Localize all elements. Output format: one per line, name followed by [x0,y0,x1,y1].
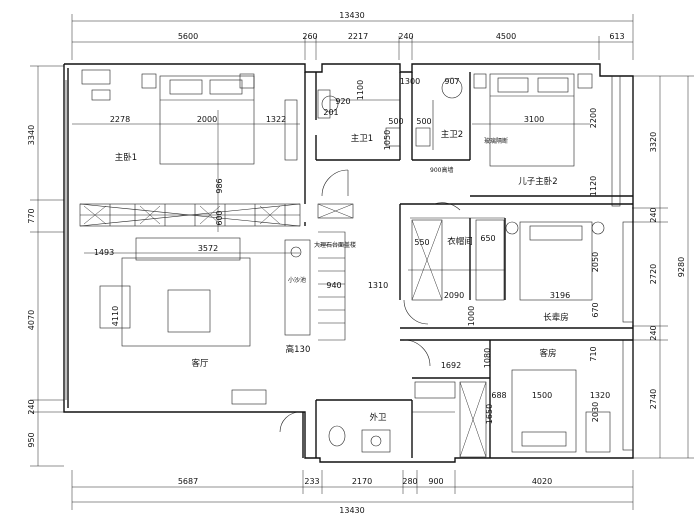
dim-1493: 1493 [94,248,114,257]
dim-201: 201 [323,108,338,117]
dim-907: 907 [444,77,459,86]
interior-walls [79,72,633,458]
top-dim-5: 4500 [496,32,516,41]
left-dimension-chain: 3340 770 4070 240 950 [27,65,64,467]
dim-1000: 1000 [467,306,476,326]
room-son-bedroom: 儿子主卧2 [518,176,557,187]
dim-500b: 500 [416,117,431,126]
room-outer-bath: 外卫 [369,412,387,423]
note-glass-partition: 玻璃隔断 [484,137,508,145]
annotations: 玻璃隔断 900高墙 大理石台面盖楼 小沙池 高130 [286,137,508,355]
room-elder: 长辈房 [543,312,569,323]
dim-920: 920 [335,97,350,106]
room-living: 客厅 [191,358,209,369]
dim-3572: 3572 [198,244,218,253]
dim-2030: 2030 [591,402,600,422]
right-dim-3: 2720 [649,264,658,284]
bottom-dim-3: 2170 [352,477,372,486]
top-dim-3: 2217 [348,32,368,41]
bottom-dim-5: 900 [428,477,443,486]
note-stairs: 大理石台面盖楼 [314,241,356,249]
dim-2050: 2050 [591,252,600,272]
top-dimension-chain: 13430 5600 260 2217 240 4500 613 [71,11,634,60]
left-dim-2: 770 [27,208,36,223]
dim-2090: 2090 [444,291,464,300]
bottom-dim-2: 233 [304,477,319,486]
note-small-sink: 小沙池 [288,276,306,284]
dim-2278: 2278 [110,115,130,124]
dim-2000: 2000 [197,115,217,124]
top-dim-2: 260 [302,32,317,41]
dim-1310: 1310 [368,281,388,290]
dim-4110: 4110 [111,306,120,326]
bottom-dim-4: 280 [402,477,417,486]
note-high-wall: 900高墙 [430,166,453,174]
dim-3196: 3196 [550,291,570,300]
top-dim-1: 5600 [178,32,198,41]
dim-1500: 1500 [532,391,552,400]
right-dim-2: 240 [649,207,658,222]
dim-1320: 1320 [590,391,610,400]
furniture [81,69,611,453]
top-dim-6: 613 [609,32,624,41]
dim-1100: 1100 [356,80,365,100]
interior-dimensions: 2278 2000 1322 3100 2200 1120 986 600 14… [72,77,610,424]
dim-1650: 1650 [485,404,494,424]
left-dim-4: 240 [27,399,36,414]
room-closet: 衣帽间 [447,236,473,247]
right-dimension-chain: 3320 240 2720 240 2740 9280 [632,75,694,459]
top-total-dim: 13430 [339,11,364,20]
note-height: 高130 [286,344,311,355]
room-labels: 主卧1 主卫1 主卫2 儿子主卧2 衣帽间 长辈房 客厅 客房 外卫 [115,129,569,423]
dim-688: 688 [491,391,506,400]
dim-1692: 1692 [441,361,461,370]
dim-550: 550 [414,238,429,247]
left-dim-3: 4070 [27,310,36,330]
bottom-total-dim: 13430 [339,506,364,515]
right-dim-4: 240 [649,325,658,340]
top-dim-4: 240 [398,32,413,41]
bottom-dim-6: 4020 [532,477,552,486]
dim-650: 650 [480,234,495,243]
dim-500a: 500 [388,117,403,126]
room-master-bath-2: 主卫2 [441,129,463,140]
dim-1080: 1080 [483,348,492,368]
dim-940: 940 [326,281,341,290]
dim-710: 710 [589,346,598,361]
dim-2200: 2200 [589,108,598,128]
dim-670: 670 [591,302,600,317]
exterior-walls [63,63,634,463]
dim-1120: 1120 [589,176,598,196]
bottom-dim-1: 5687 [178,477,198,486]
room-master-bedroom: 主卧1 [115,152,137,163]
dim-986: 986 [215,178,224,193]
room-master-bath-1: 主卫1 [351,133,373,144]
bottom-dimension-chain: 5687 233 2170 280 900 4020 13430 [71,470,634,515]
left-dim-5: 950 [27,432,36,447]
dim-1322: 1322 [266,115,286,124]
dim-1050: 1050 [383,130,392,150]
dim-3100: 3100 [524,115,544,124]
left-dim-1: 3340 [27,125,36,145]
right-dim-1: 3320 [649,132,658,152]
dim-600: 600 [215,210,224,225]
right-dim-5: 2740 [649,389,658,409]
dim-1300: 1300 [400,77,420,86]
right-total-dim: 9280 [677,257,686,277]
room-guest: 客房 [539,348,556,359]
